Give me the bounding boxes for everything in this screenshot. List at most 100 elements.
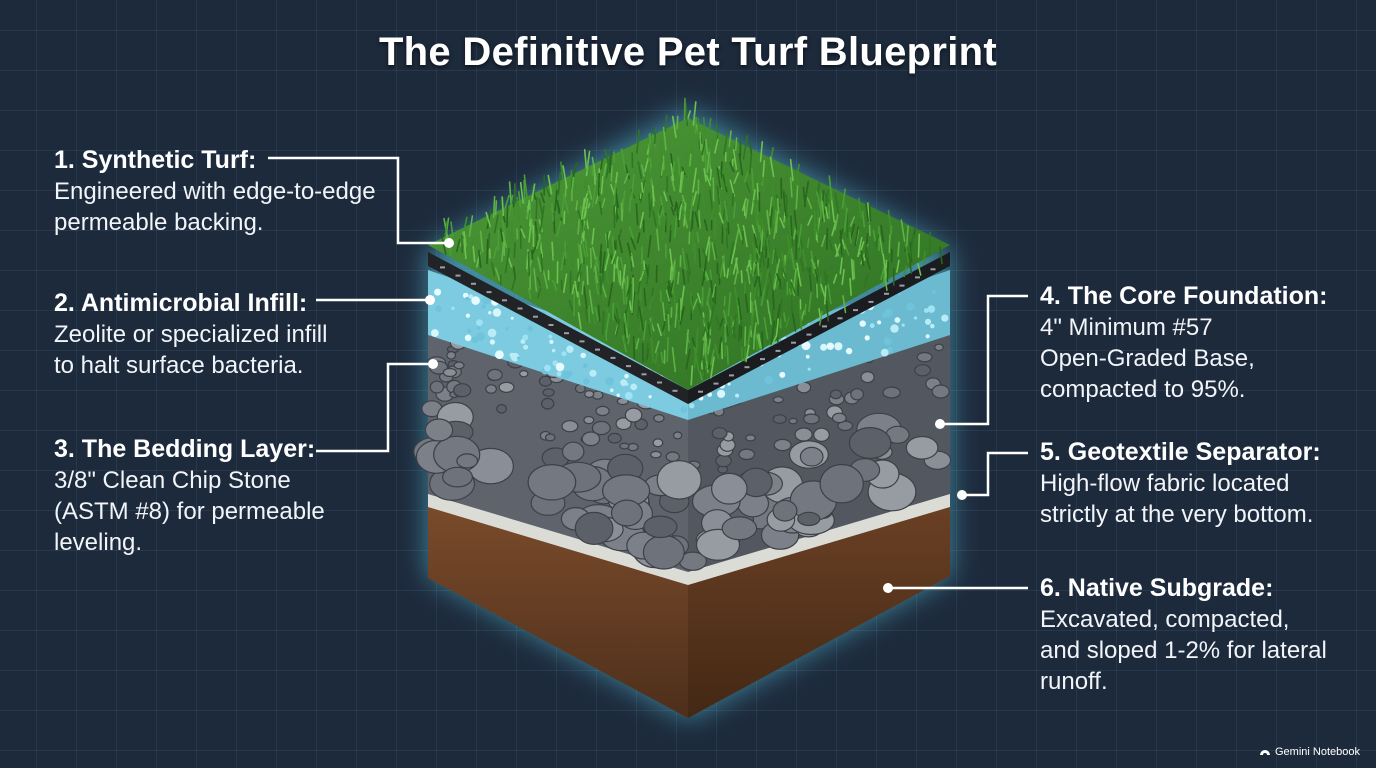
grass-blade [781,267,787,278]
grass-blade [863,274,869,288]
grass-blade [792,225,797,240]
grass-blade [860,250,865,267]
grass-blade [748,153,753,175]
grass-blade [753,233,758,250]
grass-blade [751,242,758,263]
grass-blade [713,243,718,260]
grass-blade [598,201,603,215]
grass-blade [904,242,910,264]
stone-aggregate [413,335,952,571]
grass-blade [786,235,792,261]
grass-blade [621,190,626,209]
leader-dot-6 [883,583,893,593]
stone [656,460,702,500]
grass-blade [709,168,712,181]
grass-blade [865,203,870,223]
grass-blade [511,278,516,291]
grass-blade [711,242,716,261]
grass-blade [620,148,627,172]
grass-blade [501,196,505,217]
grass-blade [820,283,826,298]
grass-blade [799,258,805,272]
callout-native-subgrade: 6. Native Subgrade: Excavated, compacted… [1040,573,1327,697]
stone [797,511,821,527]
grass-blade [694,212,700,228]
grass-blade [591,156,597,180]
grass-blade [804,181,810,202]
grass-blade [616,308,620,326]
grass-blade [517,191,522,208]
grass-blade [779,217,785,229]
infill-granule [549,339,554,344]
infill-granule [925,334,930,339]
grass-blade [527,251,531,277]
grass-blade [768,196,773,217]
grass-blade [744,326,747,347]
grass-blade [656,323,663,337]
grass-blade [494,267,501,282]
grass-blade [676,200,683,212]
stone [642,534,685,570]
grass-blade [616,302,622,320]
grass-blade [878,233,884,256]
grass-blade [661,215,667,241]
grass-blade [732,257,738,275]
infill-granule [566,345,574,353]
callout-bedding-layer: 3. The Bedding Layer: 3/8" Clean Chip St… [54,434,325,558]
grass-blade [806,197,813,210]
infill-granule [451,306,455,311]
grass-blade [615,193,620,209]
grass-blade [724,326,727,342]
leader-dot-5 [957,490,967,500]
infill-granule [884,308,893,317]
infill-granule [820,343,828,351]
grass-blade [738,153,744,176]
grass-blade [472,245,476,263]
grass-blade [642,320,647,341]
grass-blade [605,156,611,179]
grass-blade [556,220,562,238]
grass-blade [841,188,846,209]
infill-granule [834,342,843,351]
grass-blade [685,253,692,276]
drainage-hole [884,292,889,295]
infill-granule [805,354,810,359]
grass-blade [824,188,830,203]
grass-blade [821,234,826,247]
infill-granule [510,352,520,362]
grass-blade [839,229,843,255]
subgrade-layer-front [428,505,688,718]
grass-blade [602,175,608,194]
grass-blade [607,282,614,307]
grass-blade [601,251,606,274]
grass-blade [645,342,649,363]
drainage-hole [744,366,750,369]
grass-blade [795,185,799,210]
grass-blade [760,227,764,252]
grass-blade [857,236,863,258]
grass-blade [486,208,492,230]
callout-antimicrobial-infill: 2. Antimicrobial Infill: Zeolite or spec… [54,288,327,381]
grass-blade [732,149,738,171]
grass-blade [751,168,755,192]
grass-blade [737,223,743,241]
grass-blade [843,207,848,233]
stone [519,370,529,378]
grass-blade [696,193,701,213]
grass-blade [623,316,628,329]
grass-blade [923,250,926,265]
grass-blade [553,255,557,270]
grass-blade [723,132,729,156]
grass-blade [627,333,631,345]
callout-heading: 2. Antimicrobial Infill: [54,289,308,317]
leader-line-4 [940,294,1028,426]
grass-blade [587,213,592,228]
grass-blade [726,345,729,365]
infill-granule [468,294,474,299]
grass-blade [670,215,676,231]
infill-granule [510,316,514,320]
grass-blade [615,256,619,269]
grass-blade [790,281,796,295]
grass-blade [730,245,737,265]
infill-granule [522,334,529,341]
